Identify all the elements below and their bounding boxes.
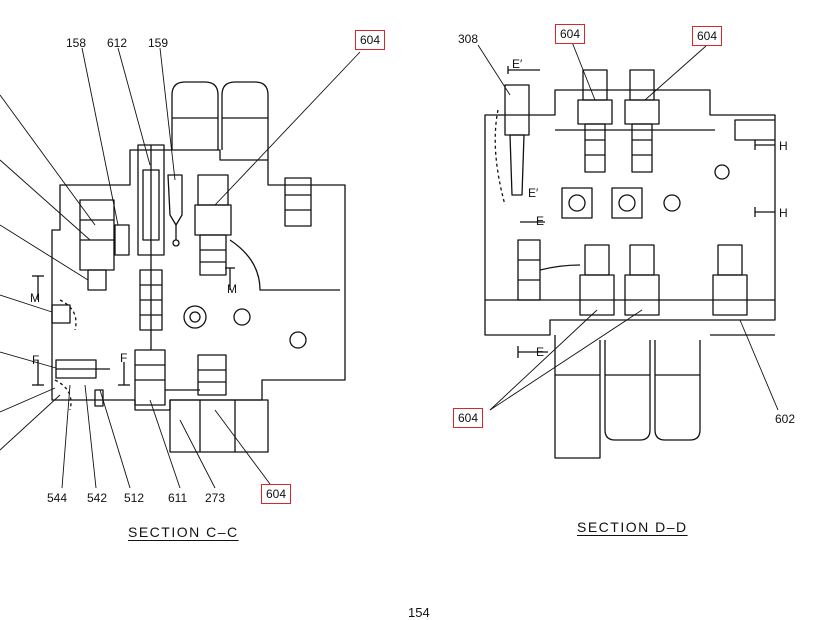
part-label-158: 158 [66,36,87,50]
section-marker-f-left: F [32,353,40,367]
section-dd-drawing [477,41,779,459]
section-title-cc: SECTION C–C [128,524,239,540]
section-title-dd: SECTION D–D [577,519,688,535]
highlight-label-604-bottom-left: 604 [261,484,292,504]
part-label-612: 612 [107,36,128,50]
section-marker-e-prime-top: E′ [512,57,523,71]
part-label-308: 308 [458,32,479,46]
section-marker-e-prime-mid: E′ [528,186,539,200]
section-marker-m-left: M [30,291,40,305]
section-cc-drawing [0,47,361,489]
section-marker-e-side: E [536,214,545,228]
part-label-542: 542 [87,491,108,505]
section-marker-h-top: H [779,139,788,153]
part-label-611: 611 [168,491,188,505]
section-marker-h-bottom: H [779,206,788,220]
part-label-512: 512 [124,491,145,505]
part-label-159: 159 [148,36,169,50]
highlight-label-604-top-b: 604 [692,26,723,46]
section-marker-m-right: M [227,282,237,296]
highlight-label-604-top-a: 604 [555,24,586,44]
section-marker-e-bottom: E [536,345,545,359]
section-marker-f-right: F [120,351,128,365]
part-label-602: 602 [775,412,796,426]
part-label-544: 544 [47,491,68,505]
highlight-label-604-bottom-right: 604 [453,408,484,428]
page-number: 154 [408,605,430,620]
part-label-273: 273 [205,491,226,505]
highlight-label-604-top-left: 604 [355,30,386,50]
